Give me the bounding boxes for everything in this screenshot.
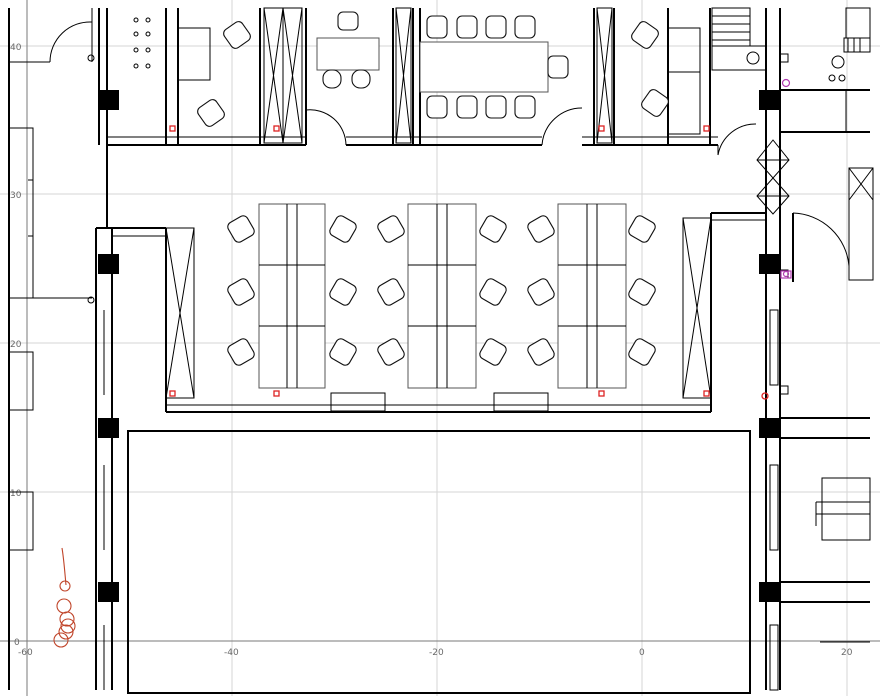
desk-cluster-2 bbox=[407, 203, 477, 389]
chair bbox=[628, 278, 656, 306]
chair bbox=[527, 278, 555, 306]
column bbox=[98, 582, 119, 602]
storage-partitions bbox=[165, 7, 712, 399]
desk-cluster-1 bbox=[258, 203, 326, 389]
chair bbox=[227, 278, 255, 306]
path-point[interactable] bbox=[58, 624, 74, 640]
access-marker[interactable] bbox=[782, 270, 790, 278]
column bbox=[759, 418, 780, 438]
path-point[interactable] bbox=[60, 618, 76, 634]
large-hall bbox=[127, 430, 751, 694]
sensor-marker[interactable] bbox=[169, 390, 176, 397]
chair bbox=[329, 278, 357, 306]
column bbox=[98, 254, 119, 274]
desk-cluster-3 bbox=[557, 203, 627, 389]
chair bbox=[628, 215, 656, 243]
column bbox=[759, 582, 780, 602]
right-core bbox=[711, 7, 874, 691]
chair bbox=[377, 338, 405, 366]
y-tick-label: 30 bbox=[10, 191, 22, 201]
chair bbox=[479, 278, 507, 306]
chair bbox=[479, 215, 507, 243]
access-markers bbox=[780, 78, 792, 279]
x-tick-label: 20 bbox=[841, 648, 853, 658]
sensor-marker[interactable] bbox=[703, 390, 710, 397]
structural-columns bbox=[98, 90, 780, 602]
sensor-marker[interactable] bbox=[273, 390, 280, 397]
y-tick-labels: 40 30 20 10 0 bbox=[10, 43, 22, 648]
sensor-markers bbox=[169, 125, 769, 400]
chair bbox=[628, 338, 656, 366]
chair bbox=[377, 278, 405, 306]
x-tick-label: 0 bbox=[639, 648, 645, 658]
workstation-chairs bbox=[227, 215, 656, 366]
chair bbox=[479, 338, 507, 366]
path-point[interactable] bbox=[53, 632, 69, 648]
column bbox=[759, 90, 780, 110]
x-tick-label: -20 bbox=[429, 648, 444, 658]
chair bbox=[527, 215, 555, 243]
y-tick-label: 0 bbox=[14, 638, 20, 648]
top-room-walls bbox=[107, 8, 718, 146]
column bbox=[759, 254, 780, 274]
x-tick-label: -60 bbox=[18, 648, 33, 658]
equipment-icon bbox=[828, 37, 871, 82]
x-tick-label: -40 bbox=[224, 648, 239, 658]
movement-trace bbox=[53, 547, 76, 648]
conference-table bbox=[419, 41, 549, 93]
column bbox=[98, 90, 119, 110]
y-tick-label: 40 bbox=[10, 43, 22, 53]
left-facade bbox=[8, 8, 95, 690]
path-point[interactable] bbox=[59, 580, 71, 592]
column bbox=[98, 418, 119, 438]
sensor-marker[interactable] bbox=[273, 125, 280, 132]
chair bbox=[329, 215, 357, 243]
chair bbox=[227, 338, 255, 366]
x-tick-labels: -60 -40 -20 0 20 bbox=[18, 648, 853, 658]
access-marker[interactable] bbox=[781, 78, 791, 88]
y-tick-label: 20 bbox=[10, 340, 22, 350]
left-window-strip bbox=[95, 8, 166, 690]
top-room-furniture bbox=[133, 11, 669, 127]
open-office-walls bbox=[127, 213, 751, 694]
small-meeting-table bbox=[316, 37, 380, 71]
chair bbox=[329, 338, 357, 366]
sensor-marker[interactable] bbox=[598, 125, 605, 132]
sensor-marker[interactable] bbox=[703, 125, 710, 132]
sensor-marker[interactable] bbox=[169, 125, 176, 132]
chair bbox=[227, 215, 255, 243]
path-point[interactable] bbox=[56, 598, 72, 614]
sensor-marker[interactable] bbox=[761, 392, 769, 400]
chair bbox=[527, 338, 555, 366]
sensor-marker[interactable] bbox=[598, 390, 605, 397]
y-tick-label: 10 bbox=[10, 489, 22, 499]
path-point[interactable] bbox=[59, 611, 75, 627]
chair bbox=[377, 215, 405, 243]
